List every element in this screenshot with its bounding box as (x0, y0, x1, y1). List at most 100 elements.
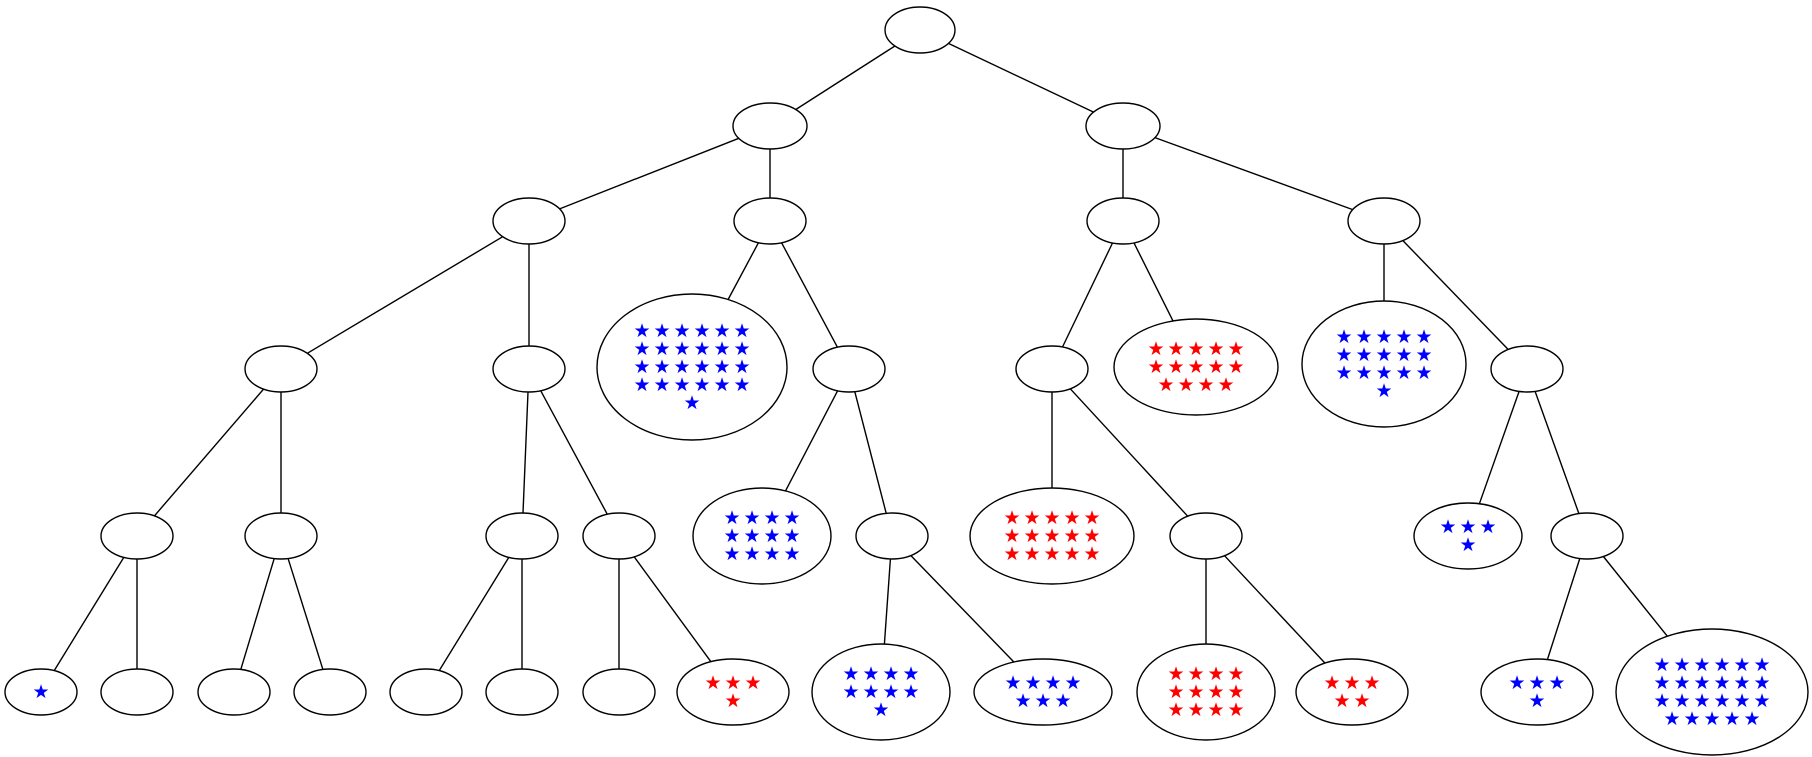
edge-n22-n36 (1223, 555, 1326, 664)
star-icon: ★ (763, 525, 780, 547)
star-icon: ★ (1003, 507, 1020, 529)
star-icon: ★ (1693, 654, 1710, 676)
star-icon: ★ (633, 356, 650, 378)
edge-n16-n28 (287, 558, 324, 670)
star-icon: ★ (1207, 338, 1224, 360)
star-icon: ★ (1395, 344, 1412, 366)
node-ellipse (1086, 197, 1160, 245)
tree-node-n36: ★★★★★ (1295, 658, 1409, 726)
edge-n2-n6 (1154, 136, 1353, 211)
star-icon: ★ (1673, 654, 1690, 676)
star-icon: ★ (902, 681, 919, 703)
tree-node-n33: ★★★★★★★★★ (811, 643, 951, 741)
star-icon: ★ (1743, 708, 1760, 730)
tree-node-n10 (812, 345, 886, 393)
star-icon: ★ (1353, 690, 1370, 712)
star-icon: ★ (1043, 543, 1060, 565)
star-icon: ★ (1207, 663, 1224, 685)
tree-node-n17 (485, 512, 559, 560)
star-icon: ★ (882, 663, 899, 685)
tree-node-n15 (100, 512, 174, 560)
star-icon: ★ (1227, 681, 1244, 703)
star-icon: ★ (683, 392, 700, 414)
star-icon: ★ (1459, 516, 1476, 538)
node-ellipse (293, 668, 367, 716)
star-icon: ★ (1043, 507, 1060, 529)
star-icon: ★ (653, 320, 670, 342)
node-ellipse (1615, 628, 1809, 756)
star-icon: ★ (1673, 672, 1690, 694)
star-icon: ★ (872, 699, 889, 721)
star-icon: ★ (1227, 663, 1244, 685)
edge-n16-n27 (240, 558, 275, 670)
star-icon: ★ (763, 543, 780, 565)
tree-node-n7 (244, 345, 318, 393)
tree-node-n4 (733, 197, 807, 245)
star-icon: ★ (693, 338, 710, 360)
star-icon: ★ (1014, 690, 1031, 712)
star-icon: ★ (1733, 654, 1750, 676)
edge-n8-n17 (522, 391, 529, 514)
star-icon: ★ (1227, 338, 1244, 360)
star-icon: ★ (693, 320, 710, 342)
star-icon: ★ (1083, 507, 1100, 529)
star-icon: ★ (1187, 356, 1204, 378)
star-icon: ★ (1363, 672, 1380, 694)
star-icon: ★ (1187, 699, 1204, 721)
node-ellipse (485, 512, 559, 560)
edge-n24-n37 (1546, 558, 1581, 660)
node-ellipse (492, 197, 566, 245)
star-icon: ★ (1653, 690, 1670, 712)
tree-node-n27 (197, 668, 271, 716)
star-icon: ★ (1683, 708, 1700, 730)
star-icon: ★ (704, 672, 721, 694)
tree-node-n2 (1085, 102, 1161, 150)
star-icon: ★ (1508, 672, 1525, 694)
star-icon: ★ (1157, 374, 1174, 396)
edge-n18-n32 (633, 556, 712, 663)
star-icon: ★ (1187, 681, 1204, 703)
edge-n4-n9 (727, 242, 760, 300)
star-icon: ★ (633, 338, 650, 360)
tree-node-n38: ★★★★★★★★★★★★★★★★★★★★★★★ (1615, 628, 1809, 756)
star-icon: ★ (653, 374, 670, 396)
star-icon: ★ (1207, 681, 1224, 703)
star-icon: ★ (1167, 356, 1184, 378)
tree-node-n11 (1015, 345, 1089, 393)
star-icon: ★ (783, 507, 800, 529)
star-icon: ★ (1147, 356, 1164, 378)
star-icon: ★ (1167, 699, 1184, 721)
node-ellipse (855, 512, 929, 560)
edge-n5-n12 (1133, 242, 1174, 322)
star-icon: ★ (1063, 543, 1080, 565)
star-icon: ★ (1083, 525, 1100, 547)
tree-node-n8 (492, 345, 566, 393)
node-ellipse (969, 487, 1135, 585)
star-icon: ★ (633, 374, 650, 396)
tree-node-n32: ★★★★ (676, 658, 790, 726)
star-icon: ★ (713, 338, 730, 360)
star-icon: ★ (1459, 534, 1476, 556)
edge-n17-n29 (438, 557, 510, 671)
edge-n11-n22 (1069, 388, 1189, 517)
star-icon: ★ (1355, 362, 1372, 384)
tree-node-n3 (492, 197, 566, 245)
node-ellipse (197, 668, 271, 716)
tree-node-n12: ★★★★★★★★★★★★★★ (1113, 318, 1279, 416)
star-icon: ★ (1003, 543, 1020, 565)
star-icon: ★ (1753, 690, 1770, 712)
star-icon: ★ (1167, 663, 1184, 685)
star-icon: ★ (673, 374, 690, 396)
star-icon: ★ (1147, 338, 1164, 360)
edge-n14-n24 (1534, 391, 1580, 514)
star-icon: ★ (673, 338, 690, 360)
star-icon: ★ (743, 543, 760, 565)
node-ellipse (582, 668, 656, 716)
star-icon: ★ (1333, 690, 1350, 712)
star-icon: ★ (763, 507, 780, 529)
node-ellipse (492, 345, 566, 393)
node-ellipse (732, 102, 808, 150)
tree-node-n35: ★★★★★★★★★★★★ (1136, 643, 1276, 741)
star-icon: ★ (842, 663, 859, 685)
